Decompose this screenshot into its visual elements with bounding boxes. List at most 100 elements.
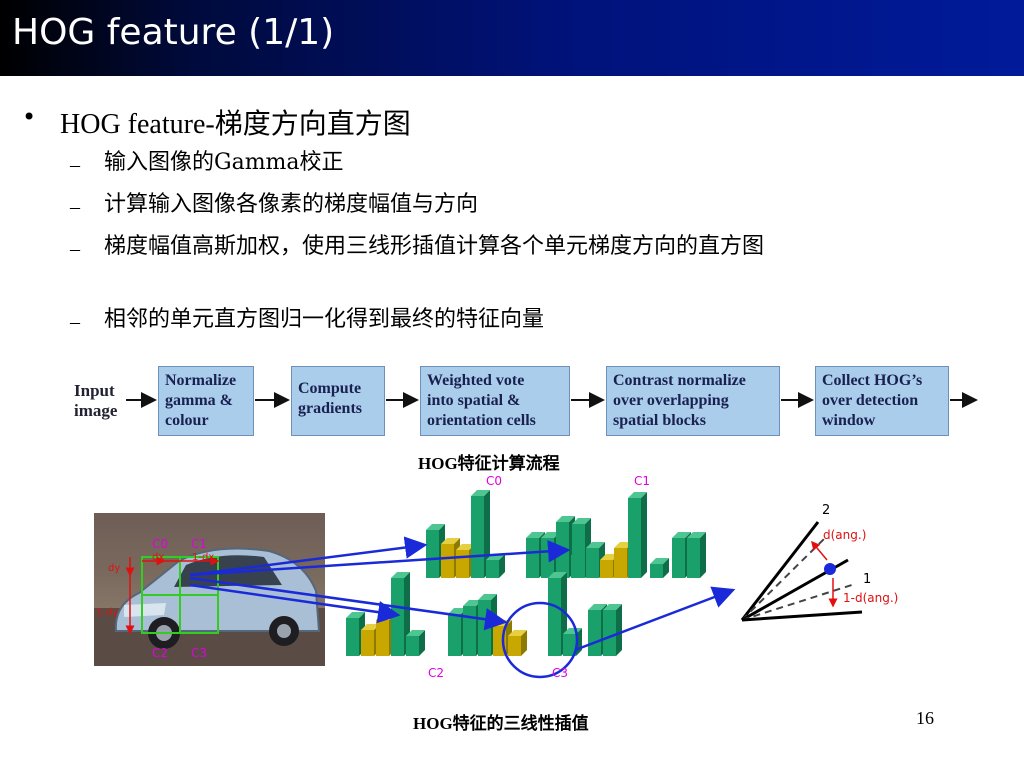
arrow-to-angle-icon — [574, 586, 736, 652]
histogram-bar — [499, 554, 505, 578]
histogram-bar — [391, 572, 410, 578]
histogram-bar — [586, 542, 605, 548]
histogram-bar — [650, 564, 663, 578]
histogram-bar — [441, 538, 460, 544]
histogram-bar — [603, 610, 616, 656]
histogram-bar — [463, 600, 482, 606]
photo-label-1-dy: 1-dy — [96, 607, 118, 618]
histogram-bar — [426, 530, 439, 578]
arrow-c0-icon — [189, 536, 428, 577]
histogram-bar — [700, 532, 706, 578]
histogram-bar — [508, 630, 527, 636]
histogram-bar — [603, 604, 622, 610]
histogram-bar — [586, 548, 599, 578]
histogram-bar — [526, 538, 539, 578]
histogram-bar — [478, 600, 491, 656]
histogram-bar — [650, 558, 669, 564]
histogram-bar — [346, 618, 359, 656]
histogram-bar — [687, 538, 700, 578]
histogram-bar — [486, 560, 499, 578]
page-number: 16 — [916, 708, 934, 728]
bullet-marker: • — [22, 103, 37, 131]
histogram-bar — [563, 634, 576, 656]
hist-label-c3: C3 — [552, 666, 568, 680]
histogram-bar — [441, 544, 454, 578]
hist-label-c0: C0 — [486, 474, 502, 488]
bullet-item: 相邻的单元直方图归一化得到最终的特征向量 — [104, 307, 545, 332]
dash-marker: – — [70, 154, 80, 176]
title-bar: HOG feature (1/1) — [0, 0, 1024, 76]
angle-label-2: 2 — [822, 503, 830, 518]
histogram-group — [346, 490, 706, 656]
hist-label-c1: C1 — [634, 474, 650, 488]
histogram-bar — [526, 532, 545, 538]
histogram-bar — [687, 532, 706, 538]
histogram-bar — [628, 492, 647, 498]
histogram-bar — [663, 558, 669, 578]
photo-label-dx: dx — [152, 552, 164, 563]
histogram-bar — [572, 518, 591, 524]
photo-label-dy: dy — [108, 563, 120, 574]
histogram-bar — [346, 612, 365, 618]
histogram-bar — [406, 630, 425, 636]
histogram-bar — [616, 604, 622, 656]
photo-label-c2: C2 — [152, 646, 168, 660]
histogram-bar — [361, 624, 380, 630]
dash-marker: – — [70, 238, 80, 260]
histogram-bar — [478, 594, 497, 600]
highlight-circle — [501, 601, 579, 679]
histogram-bar — [471, 490, 490, 496]
histogram-bar — [521, 630, 527, 656]
histogram-bar — [426, 524, 445, 530]
pipeline-input-label: Input image — [74, 381, 118, 420]
histogram-bar — [556, 516, 575, 522]
photo-label-c1: C1 — [191, 537, 207, 551]
pipeline-caption: HOG特征计算流程 — [418, 454, 560, 473]
histogram-bar — [672, 538, 685, 578]
histogram-bar — [463, 606, 476, 656]
angle-label-d: d(ang.) — [823, 528, 866, 542]
histogram-bar — [548, 578, 561, 656]
photo-label-c3: C3 — [191, 646, 207, 660]
arrow-c2-icon — [189, 583, 401, 624]
histogram-bar — [541, 532, 560, 538]
angle-label-1: 1 — [863, 572, 871, 587]
histogram-bar — [588, 604, 607, 610]
dash-marker: – — [70, 311, 80, 333]
arrow-c1-icon — [189, 540, 571, 577]
slide-title: HOG feature (1/1) — [12, 12, 335, 53]
histogram-bar — [614, 548, 627, 578]
histogram-bar — [376, 620, 389, 656]
histogram-bar — [419, 630, 425, 656]
histogram-bar — [628, 498, 641, 578]
arrow-c3-icon — [189, 576, 508, 631]
histogram-bar — [548, 572, 567, 578]
histogram-bar — [361, 630, 374, 656]
histogram-bar — [600, 560, 613, 578]
histogram-bar — [508, 636, 521, 656]
histogram-bar — [456, 544, 475, 550]
histogram-bar — [541, 538, 554, 578]
histogram-bar — [572, 524, 585, 578]
angle-label-1-d: 1-d(ang.) — [843, 591, 898, 605]
histogram-bar — [471, 496, 484, 578]
histogram-bar — [448, 614, 461, 656]
histogram-bar — [406, 636, 419, 656]
histogram-bar — [672, 532, 691, 538]
main-heading: HOG feature-梯度方向直方图 — [60, 109, 411, 140]
bullet-item: 计算输入图像各像素的梯度幅值与方向 — [104, 192, 479, 217]
interpolation-caption: HOG特征的三线性插值 — [413, 714, 589, 733]
angle-diagram: 2 1 d(ang.) 1-d(ang.) — [740, 503, 898, 622]
photo-label-c0: C0 — [152, 537, 168, 551]
histogram-bar — [641, 492, 647, 578]
histogram-bar — [456, 550, 469, 578]
bullet-item: 输入图像的Gamma校正 — [104, 150, 344, 175]
hist-label-c2: C2 — [428, 666, 444, 680]
histogram-bar — [391, 578, 404, 656]
